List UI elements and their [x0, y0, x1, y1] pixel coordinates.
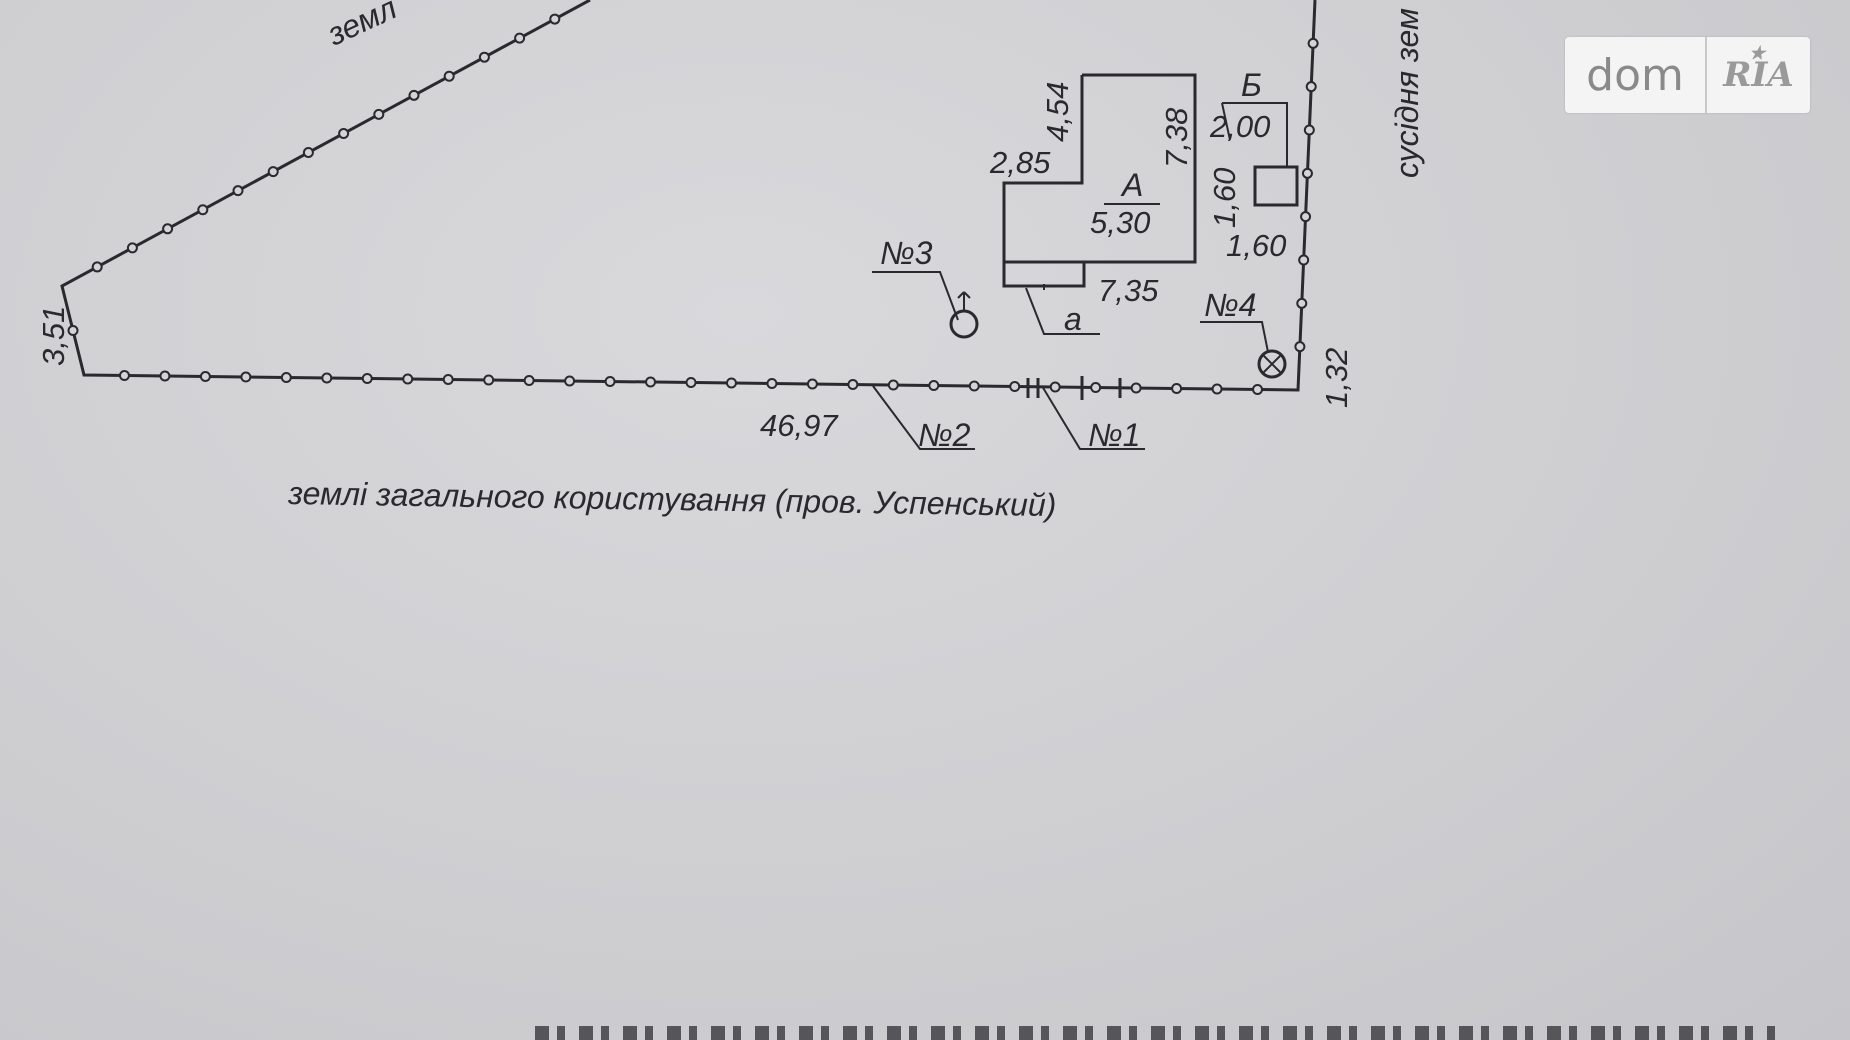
- b-gap-dim: 1,60: [1226, 228, 1286, 263]
- fence-post: [1303, 124, 1315, 136]
- fence-post: [1211, 383, 1223, 395]
- watermark-ria-logo: ★ RIA: [1707, 37, 1810, 113]
- fence-post: [806, 378, 818, 390]
- point-4-symbol: [1200, 321, 1287, 379]
- a-height-left-dim: 4,54: [1040, 82, 1075, 142]
- fence-post: [126, 242, 138, 254]
- building-b: [1222, 102, 1299, 207]
- watermark-dom-text: dom: [1565, 37, 1707, 113]
- fence-post: [1305, 81, 1317, 93]
- fence-post: [199, 371, 211, 382]
- fence-posts: [67, 13, 1319, 395]
- building-a-label: А: [1120, 167, 1143, 203]
- fence-post: [361, 373, 373, 384]
- fence-post: [1171, 383, 1183, 394]
- point-4-label: №4: [1204, 287, 1256, 323]
- fence-post: [1296, 297, 1308, 309]
- fence-post: [159, 370, 171, 382]
- watermark-ria-text: RIA: [1723, 55, 1794, 95]
- building-b-label: Б: [1241, 67, 1262, 103]
- fence-post: [766, 378, 778, 389]
- point-1-label: №1: [1088, 417, 1140, 453]
- a-bottom-dim: 7,35: [1098, 273, 1159, 308]
- leader-lines: [872, 102, 1231, 450]
- fence-post: [1130, 382, 1142, 394]
- b-height-dim: 1,60: [1207, 168, 1242, 228]
- point-2-label: №2: [918, 417, 971, 453]
- fence-post: [402, 373, 414, 385]
- fence-post: [442, 374, 454, 385]
- fence-post: [725, 377, 737, 389]
- west-side-dim: 3,51: [36, 306, 71, 366]
- fence-post: [1294, 341, 1306, 353]
- b-width-dim: 2,00: [1209, 109, 1270, 144]
- fence-post: [645, 376, 657, 388]
- fence-post: [408, 89, 420, 101]
- fence-post: [118, 370, 130, 381]
- point-3-symbol: [872, 271, 979, 339]
- porch-a-label: а: [1064, 301, 1082, 337]
- building-a: [1002, 73, 1197, 290]
- fence-post: [443, 70, 455, 82]
- fence-post: [373, 108, 385, 120]
- fence-post: [267, 166, 279, 178]
- a-height-right-dim: 7,38: [1159, 107, 1194, 168]
- fence-post: [1049, 381, 1061, 393]
- neighbor-land-label: сусідня зем: [1389, 8, 1425, 178]
- fence-post: [1009, 381, 1021, 392]
- a-inner-dim: 5,30: [1090, 205, 1150, 240]
- star-icon: ★: [1749, 43, 1766, 64]
- fence-post: [1301, 167, 1313, 179]
- fence-post: [321, 372, 333, 384]
- fence-post: [685, 377, 697, 388]
- fence-post: [847, 379, 859, 390]
- fence-post: [968, 380, 980, 392]
- fence-post: [232, 185, 244, 197]
- fence-post: [302, 147, 314, 159]
- fence-post: [483, 374, 495, 386]
- east-bottom-dim: 1,32: [1319, 348, 1354, 408]
- gate-marks: [1026, 376, 1122, 400]
- public-land-label: землі загального користування (пров. Усп…: [287, 475, 1057, 523]
- a-width-top-left-dim: 2,85: [989, 145, 1051, 180]
- fence-post: [478, 51, 490, 63]
- top-land-label: земл: [321, 0, 402, 53]
- fence-post: [240, 371, 252, 383]
- fence-post: [523, 375, 535, 386]
- fence-post: [564, 375, 576, 387]
- fence-post: [604, 376, 616, 387]
- fence-post: [197, 204, 209, 216]
- fence-post: [1252, 384, 1264, 395]
- south-side-dim: 46,97: [760, 408, 839, 443]
- fence-post: [67, 325, 79, 336]
- fence-post: [549, 13, 561, 25]
- fence-post: [514, 32, 526, 44]
- fence-post: [1090, 382, 1102, 393]
- fence-post: [928, 380, 940, 391]
- dom-ria-watermark: dom ★ RIA: [1565, 37, 1810, 113]
- fence-post: [91, 261, 103, 273]
- fence-post: [1298, 254, 1310, 266]
- fence-post: [1307, 37, 1319, 49]
- fence-post: [280, 372, 292, 383]
- fence-post: [1300, 211, 1312, 223]
- point-3-label: №3: [880, 235, 933, 271]
- cut-off-text-line: [535, 1026, 1775, 1040]
- fence-post: [162, 223, 174, 235]
- fence-post: [887, 379, 899, 391]
- fence-post: [338, 127, 350, 139]
